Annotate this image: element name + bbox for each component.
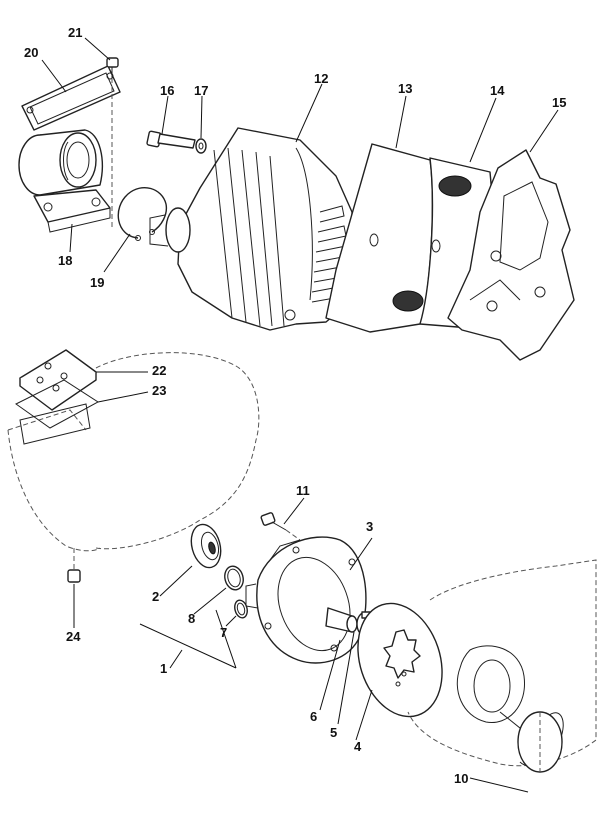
callout-10: 10 [454,771,469,786]
callout-22: 22 [152,363,167,378]
part-3-pump-housing [245,536,367,664]
callout-11: 11 [296,483,310,498]
callout-20: 20 [24,45,39,60]
callout-6: 6 [310,709,318,724]
part-2-seal [190,523,222,569]
callout-2: 2 [152,589,160,604]
part-12-cylinder [149,127,353,331]
callout-4: 4 [354,739,362,754]
part-20-gasket [21,65,121,131]
callout-23: 23 [152,383,167,398]
part-18-exhaust-flange [18,129,111,233]
callout-17: 17 [194,83,209,98]
callout-24: 24 [66,629,81,644]
part-10-casing [407,559,597,773]
part-4-impeller-disc [357,602,443,718]
callout-1: 1 [160,661,168,676]
part-17-washer [195,138,207,154]
part-22-cover [19,349,97,411]
part-16-bolt [146,130,196,149]
part-8-o-ring [224,565,244,591]
callout-13: 13 [398,81,413,96]
leader-lines [41,37,559,793]
callout-21: 21 [68,25,83,40]
part-7-o-ring [234,599,248,619]
callout-3: 3 [366,519,374,534]
callout-7: 7 [220,625,228,640]
callout-8: 8 [188,611,196,626]
callout-15: 15 [552,95,567,110]
callout-16: 16 [160,83,175,98]
callout-19: 19 [90,275,105,290]
callout-14: 14 [490,83,505,98]
part-24-nut [67,548,81,583]
part-19-circlip [117,186,168,241]
callout-5: 5 [330,725,338,740]
part-15-bracket [447,149,575,361]
callout-18: 18 [58,253,73,268]
engine-crankcase-outline [7,352,260,552]
part-11-screw [260,512,301,541]
callout-12: 12 [314,71,329,86]
part-6-shaft [325,607,358,633]
